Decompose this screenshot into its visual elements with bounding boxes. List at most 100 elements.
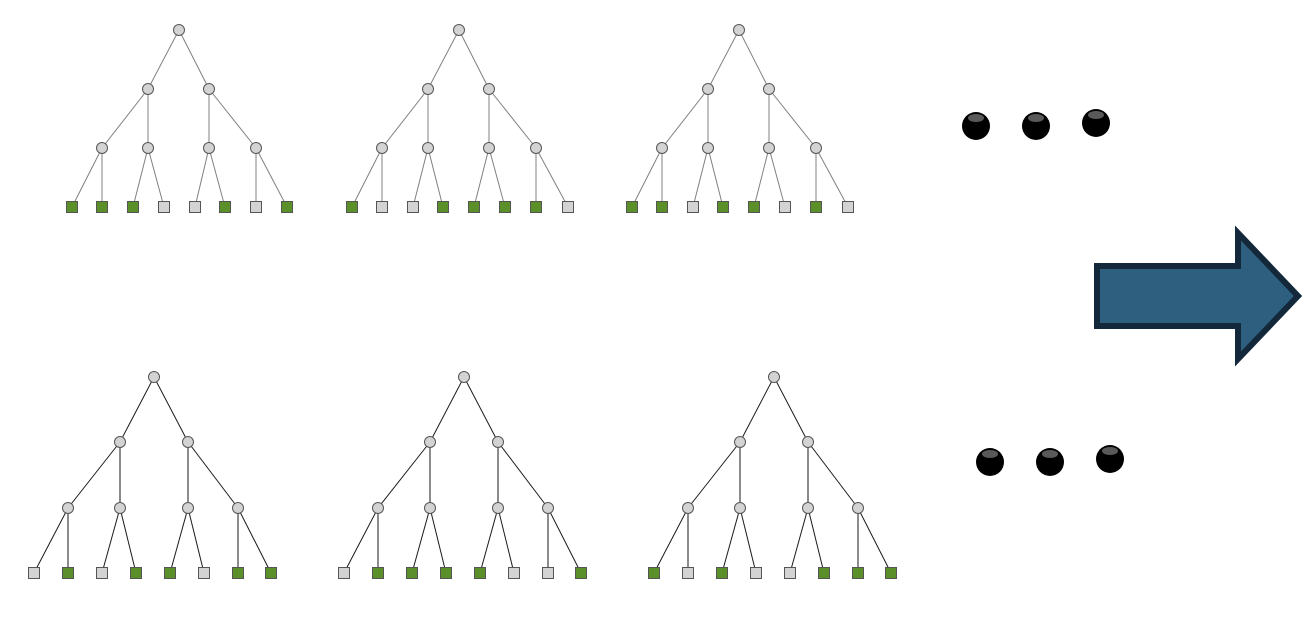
tree <box>626 24 854 213</box>
leaf-node-green <box>164 567 176 579</box>
tree <box>66 24 293 213</box>
internal-node <box>802 436 814 448</box>
internal-node <box>142 142 154 154</box>
root-node <box>173 24 185 36</box>
tree-edges <box>351 29 569 208</box>
internal-node <box>372 502 384 514</box>
ellipsis-dot <box>1036 448 1064 476</box>
tree-edge <box>535 147 569 208</box>
tree-edge <box>547 507 582 574</box>
leaf-node-green <box>716 567 728 579</box>
leaf-node-green <box>885 567 897 579</box>
ellipsis-dot <box>1082 109 1110 137</box>
tree-edge <box>857 507 892 574</box>
tree-edges <box>33 376 272 574</box>
leaf-node-grey <box>189 201 201 213</box>
tree-edge <box>194 147 210 208</box>
leaf-node-green <box>499 201 511 213</box>
leaf-node-green <box>474 567 486 579</box>
internal-node <box>424 502 436 514</box>
tree-edge <box>707 29 740 90</box>
internal-node <box>203 142 215 154</box>
tree-edge <box>768 88 817 149</box>
leaf-node-grey <box>198 567 210 579</box>
tree-edge <box>237 507 272 574</box>
leaf-node-grey <box>376 201 388 213</box>
tree <box>346 24 574 213</box>
leaf-node-green <box>406 567 418 579</box>
internal-node <box>483 142 495 154</box>
tree-edge <box>488 88 537 149</box>
tree-edge <box>773 376 809 443</box>
leaf-node-grey <box>542 567 554 579</box>
tree-edge <box>119 507 137 574</box>
tree-edge <box>153 376 189 443</box>
internal-node <box>424 436 436 448</box>
internal-node <box>114 436 126 448</box>
tree-edge <box>208 147 226 208</box>
leaf-node-green <box>66 201 78 213</box>
tree-edge <box>132 147 149 208</box>
leaf-node-grey <box>250 201 262 213</box>
internal-node <box>422 83 434 95</box>
root-node <box>733 24 745 36</box>
leaf-node-grey <box>562 201 574 213</box>
leaf-node-grey <box>687 201 699 213</box>
internal-node <box>763 142 775 154</box>
internal-node <box>232 502 244 514</box>
tree-edge <box>67 441 121 509</box>
bottom-row <box>28 371 897 579</box>
top-row <box>66 24 854 213</box>
tree-edge <box>429 507 447 574</box>
leaf-node-green <box>372 567 384 579</box>
tree-edge <box>187 441 239 509</box>
ellipsis-dot <box>1096 445 1124 473</box>
leaf-node-grey <box>407 201 419 213</box>
internal-node <box>763 83 775 95</box>
tree-edge <box>753 147 770 208</box>
internal-node <box>492 436 504 448</box>
tree-edges <box>653 376 892 574</box>
root-node <box>453 24 465 36</box>
leaf-node-green <box>626 201 638 213</box>
leaf-node-green <box>219 201 231 213</box>
internal-node <box>542 502 554 514</box>
tree-edges <box>343 376 582 574</box>
tree-edge <box>458 29 490 90</box>
internal-node <box>250 142 262 154</box>
internal-node <box>734 502 746 514</box>
internal-node <box>203 83 215 95</box>
tree <box>338 371 587 579</box>
internal-node <box>376 142 388 154</box>
internal-node <box>142 83 154 95</box>
tree-edge <box>381 88 429 149</box>
root-node <box>458 371 470 383</box>
leaf-node-green <box>127 201 139 213</box>
internal-node <box>62 502 74 514</box>
leaf-node-green <box>96 201 108 213</box>
leaf-node-grey <box>779 201 791 213</box>
tree-edge <box>147 29 180 90</box>
tree-edge <box>707 147 724 208</box>
leaf-node-green <box>62 567 74 579</box>
tree-edge <box>119 376 155 443</box>
leaf-node-green <box>468 201 480 213</box>
leaf-node-grey <box>508 567 520 579</box>
tree-edge <box>33 507 69 574</box>
tree-edge <box>429 376 465 443</box>
leaf-node-green <box>852 567 864 579</box>
leaf-node-grey <box>28 567 40 579</box>
internal-node <box>734 436 746 448</box>
ellipsis-dot <box>1022 112 1050 140</box>
leaf-node-green <box>281 201 293 213</box>
tree-edge <box>768 147 786 208</box>
tree-edge <box>208 88 257 149</box>
tree-edge <box>479 507 499 574</box>
arrow-right-icon <box>1094 225 1303 367</box>
tree-edge <box>687 441 741 509</box>
tree-edge <box>101 507 121 574</box>
tree <box>28 371 277 579</box>
internal-node <box>802 502 814 514</box>
internal-node <box>702 83 714 95</box>
